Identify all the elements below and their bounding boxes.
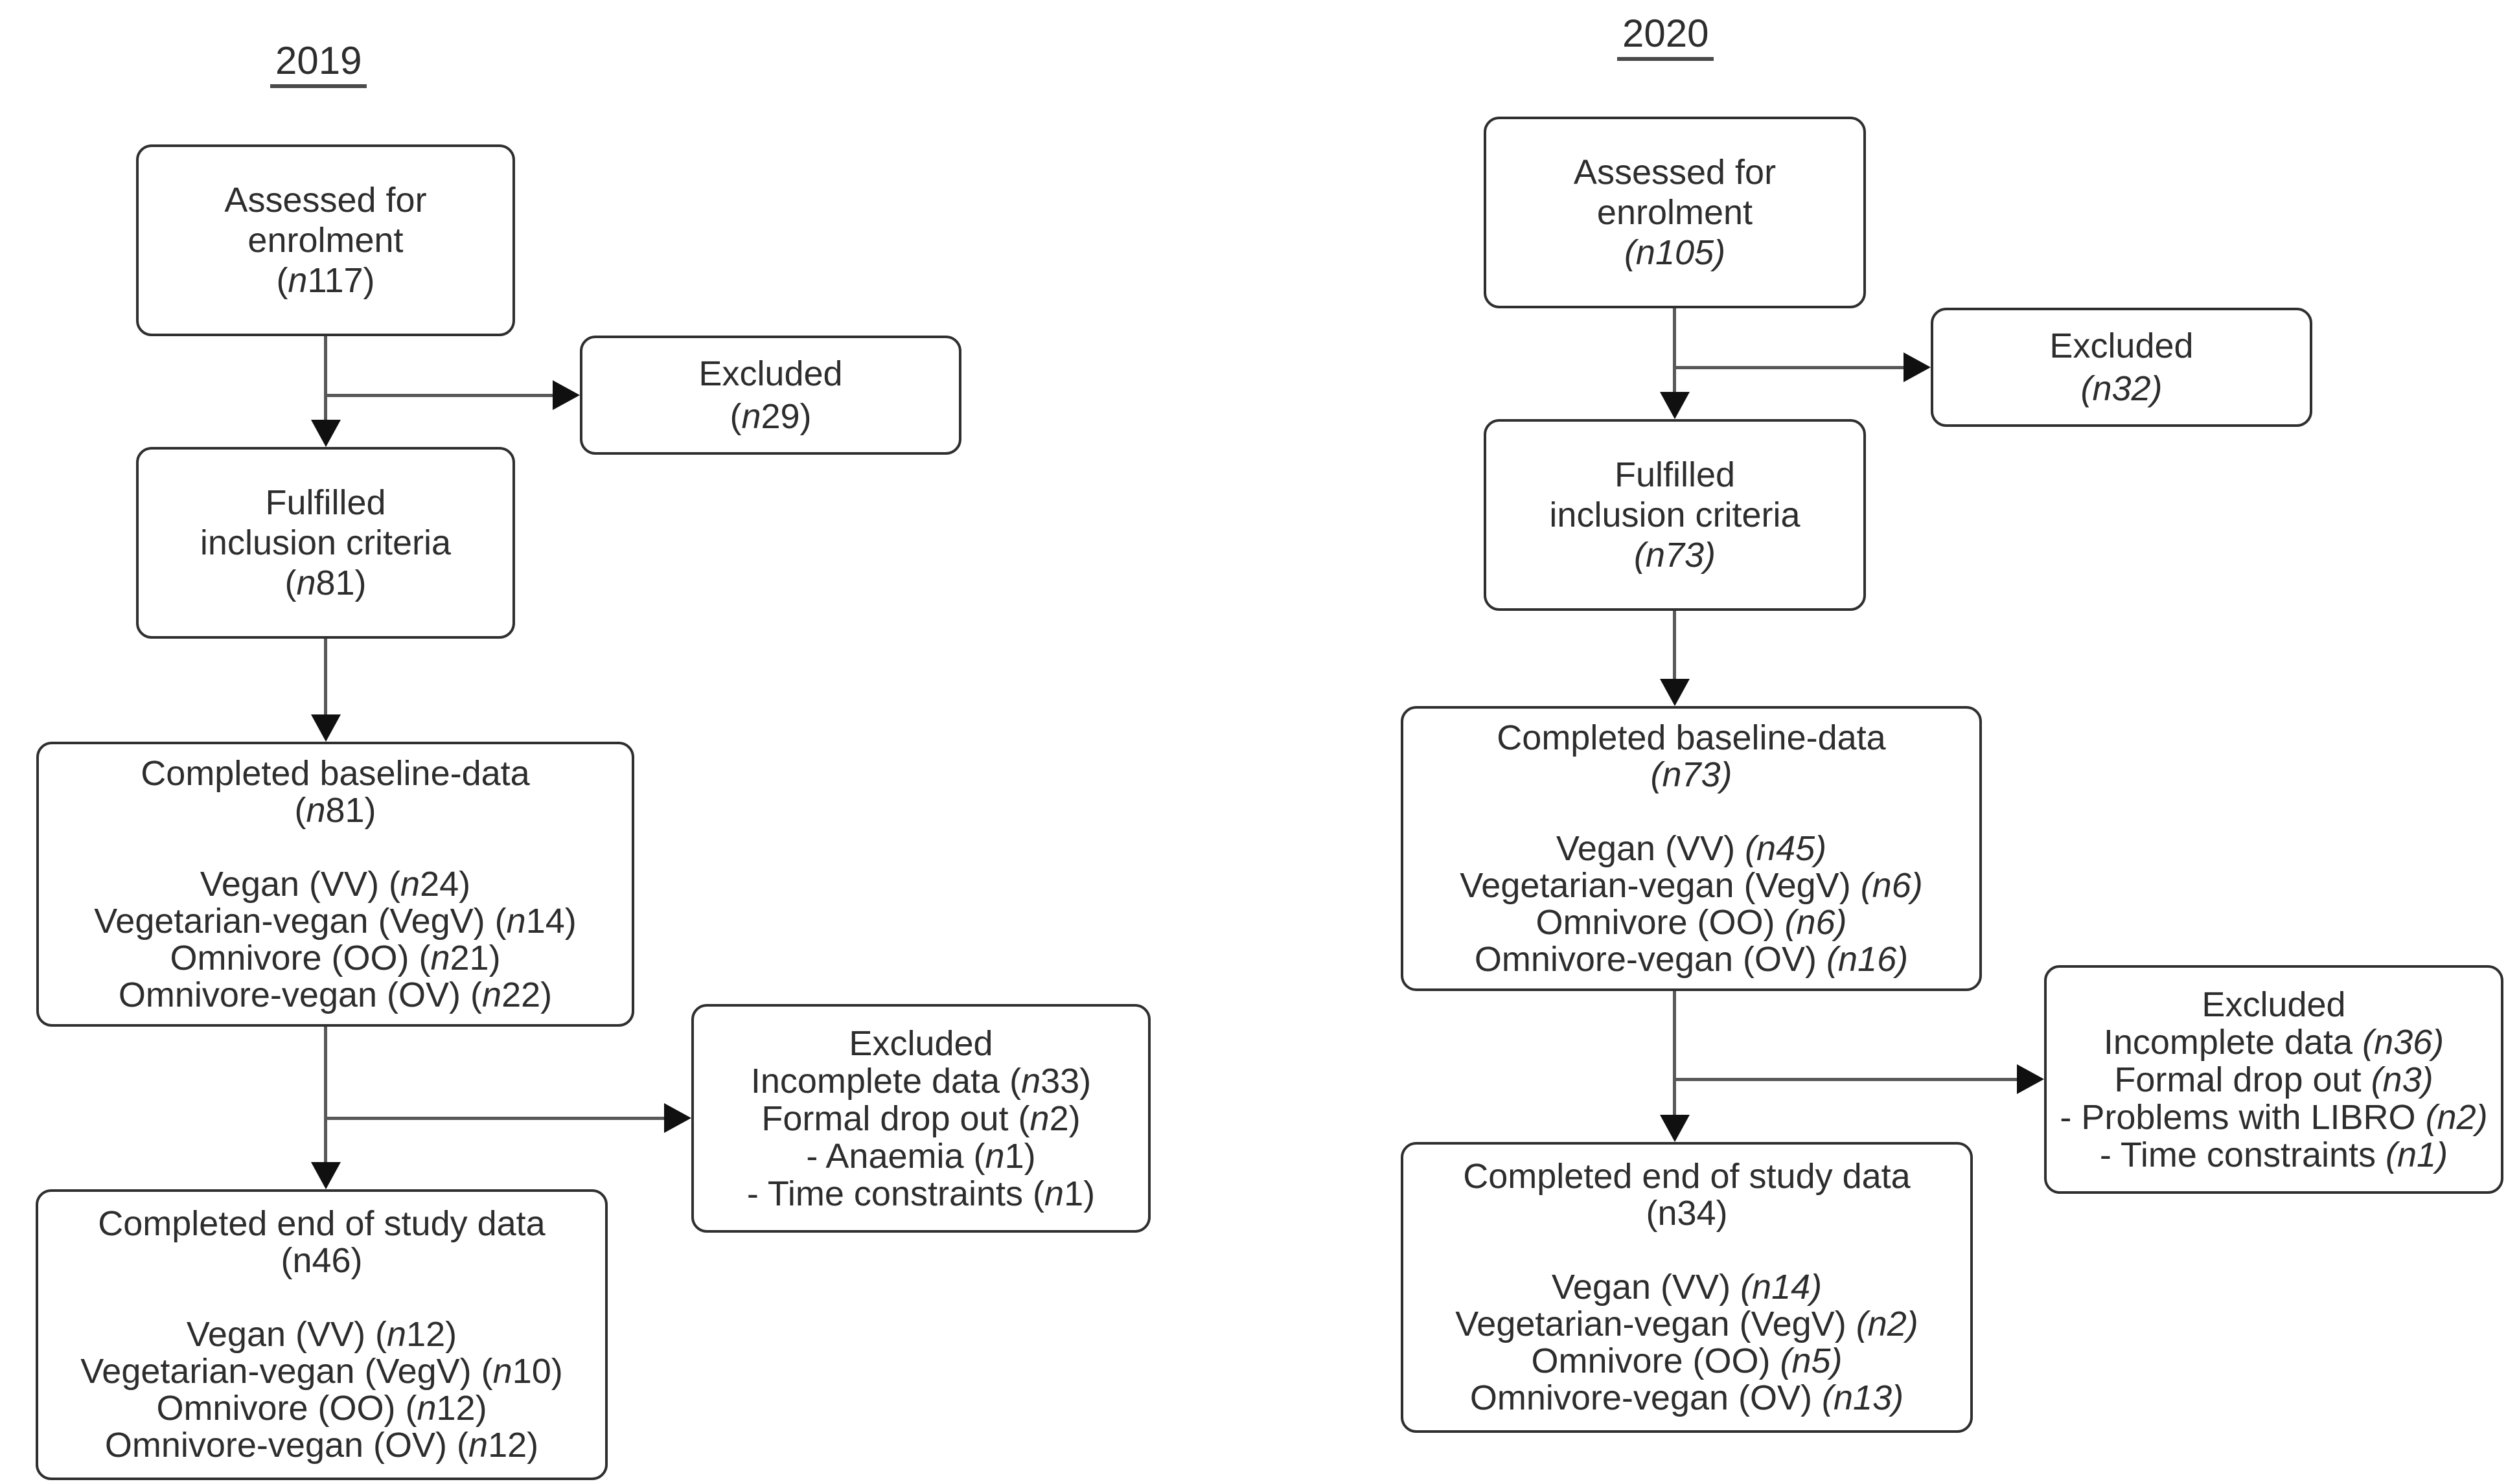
text-line: Omnivore (OO) (n5) [1531,1341,1843,1380]
text-line: - Time constraints (n1) [746,1174,1096,1213]
text-line: Incomplete data (n36) [2103,1022,2444,1062]
text-line: Omnivore (OO) (n12) [156,1389,487,1428]
text-line: Vegetarian-vegan (VegV) (n14) [94,901,577,941]
box-2019-completed-end-of-study: Completed end of study data(n46) Vegan (… [36,1189,608,1480]
connector-line [326,394,554,397]
text-line [1403,1232,1970,1269]
arrowhead-down [1660,679,1690,706]
arrowhead-right [664,1103,691,1133]
text-line: Assessed for [1573,153,1777,192]
connector-line [324,1027,327,1164]
text-line: (n32) [2080,369,2163,408]
box-2020-completed-end-of-study: Completed end of study data(n34) Vegan (… [1401,1142,1973,1433]
connector-line [324,639,327,716]
connector-line [1673,991,1676,1115]
text-line: Completed end of study data [98,1204,546,1243]
box-2020-completed-baseline-data: Completed baseline-data(n73) Vegan (VV) … [1401,706,1982,991]
text-line: Excluded [2202,985,2346,1024]
text-line: Excluded [2049,326,2194,365]
text-line: enrolment [1596,193,1753,232]
connector-line [326,1117,664,1120]
text-line: Vegan (VV) (n12) [186,1315,457,1354]
text-line: (n81) [294,790,376,830]
text-line: Completed end of study data [1463,1157,1911,1196]
arrowhead-down [1660,1115,1690,1142]
text-line: Assessed for [224,181,427,220]
text-line: enrolment [247,221,404,260]
text-line: Omnivore-vegan (OV) (n13) [1469,1378,1904,1417]
text-line: Vegetarian-vegan (VegV) (n6) [1460,865,1923,905]
arrowhead-right [2017,1064,2044,1094]
box-2020-excluded-top: Excluded (n32) [1931,308,2312,427]
text-line: - Problems with LIBRO (n2) [2060,1097,2488,1137]
arrowhead-down [311,1162,341,1189]
text-line: Vegan (VV) (n24) [200,864,471,904]
column-title-2019: 2019 [270,40,367,88]
text-line: (n117) [276,261,375,300]
arrowhead-right [1904,352,1931,382]
text-line: Vegan (VV) (n14) [1551,1268,1823,1307]
arrowhead-right [553,380,580,410]
text-line [1403,793,1979,830]
text-line: Vegan (VV) (n45) [1556,828,1827,868]
text-line: Vegetarian-vegan (VegV) (n10) [80,1352,563,1391]
text-line: (n29) [730,397,812,436]
text-line: - Anaemia (n1) [806,1136,1036,1176]
arrowhead-down [311,714,341,742]
connector-line [324,336,327,422]
text-line: Formal drop out (n3) [2114,1060,2433,1099]
text-line [39,829,632,866]
connector-line [1675,1078,2017,1081]
connector-line [1673,308,1676,393]
text-line: Omnivore-vegan (OV) (n22) [118,975,553,1014]
text-line [38,1279,605,1316]
box-2019-excluded-top: Excluded (n29) [580,336,961,455]
text-line: inclusion criteria [1549,496,1800,534]
text-line: Omnivore (OO) (n21) [170,938,501,977]
text-line: Fulfilled [1614,455,1736,494]
text-line: Excluded [698,354,843,393]
text-line: (n73) [1650,755,1732,794]
text-line: (n81) [284,564,367,602]
text-line: (n46) [281,1241,363,1280]
text-line: inclusion criteria [200,523,452,562]
text-line: Fulfilled [265,483,386,522]
text-line: Incomplete data (n33) [750,1061,1092,1101]
arrowhead-down [1660,392,1690,419]
connector-line [1673,611,1676,679]
text-line: Completed baseline-data [1497,718,1886,757]
text-line: Excluded [849,1023,993,1063]
box-2019-completed-baseline-data: Completed baseline-data(n81) Vegan (VV) … [36,742,634,1027]
arrowhead-down [311,420,341,447]
text-line: Formal drop out (n2) [761,1099,1081,1138]
text-line: (n105) [1624,233,1726,272]
text-line: Completed baseline-data [141,753,530,793]
text-line: Omnivore-vegan (OV) (n16) [1474,939,1909,979]
column-title-2020: 2020 [1617,13,1714,61]
text-line: Vegetarian-vegan (VegV) (n2) [1455,1305,1918,1343]
text-line: Omnivore-vegan (OV) (n12) [104,1426,539,1465]
text-line: - Time constraints (n1) [2099,1135,2448,1174]
text-line: (n73) [1633,536,1716,575]
connector-line [1675,366,1904,369]
text-line: (n34) [1646,1194,1728,1233]
text-line: Omnivore (OO) (n6) [1536,902,1847,942]
